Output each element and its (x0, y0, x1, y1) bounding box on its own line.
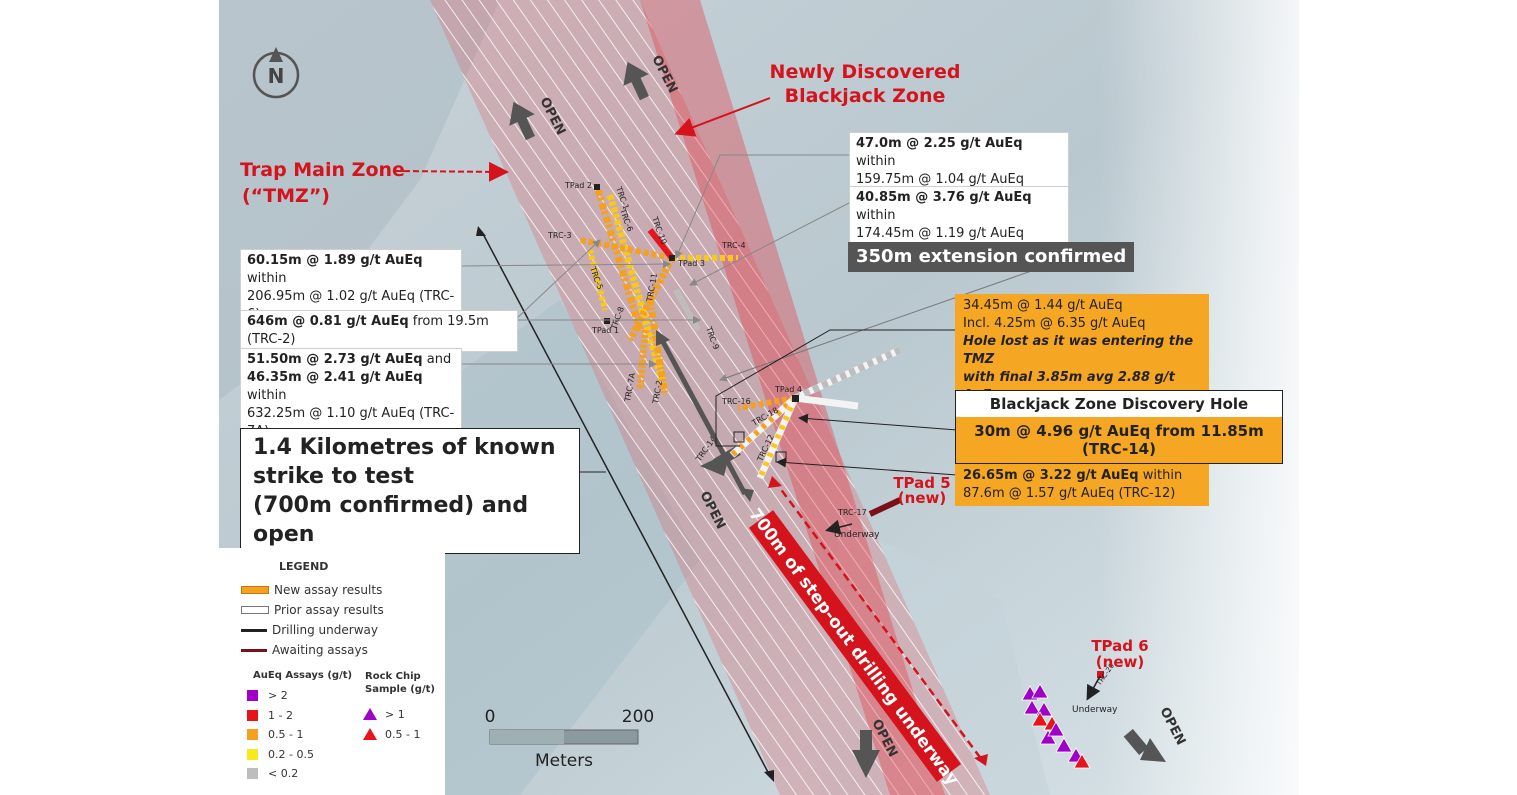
legend-swatch (241, 606, 269, 614)
tpad6-marker (1097, 671, 1104, 678)
legend-item-underway: Drilling underway (241, 620, 441, 640)
assay-class: > 2 (247, 686, 347, 706)
legend-item-label: Drilling underway (272, 623, 378, 637)
legend-swatch (241, 586, 269, 594)
strike-length-arrow (481, 231, 771, 777)
legend-item-label: Prior assay results (274, 603, 384, 617)
rock-chip-samples (1021, 683, 1091, 769)
hole-label: TRC-4 (721, 241, 746, 250)
assay-class-label: 1 - 2 (268, 708, 293, 722)
stepout-arrow (772, 479, 984, 761)
legend-swatch (241, 628, 267, 632)
legend-item-label: New assay results (274, 583, 383, 597)
assay-class: < 0.2 (247, 764, 347, 784)
tpad-label: TPad 3 (677, 259, 705, 268)
legend-swatch (241, 648, 267, 652)
hole-label: TRC-3 (547, 231, 572, 240)
legend-item-awaiting: Awaiting assays (241, 640, 441, 660)
scale-unit: Meters (535, 751, 593, 771)
assay-class-label: > 2 (268, 689, 288, 703)
blackjack-zone-label: Newly Discovered (770, 61, 961, 83)
scale-start: 0 (485, 707, 496, 727)
blackjack-zone-label: Blackjack Zone (785, 85, 946, 107)
rock-class: 0.5 - 1 (363, 724, 443, 744)
trc17-trace (868, 497, 902, 517)
hole-label: TRC-17 (837, 508, 867, 517)
rock-triangle-icon (363, 728, 377, 740)
assay-swatch (247, 748, 258, 760)
assay-title: AuEq Assays (g/t) (253, 670, 353, 681)
assay-swatch (247, 729, 258, 741)
rock-chip-classes: > 1 0.5 - 1 (363, 704, 443, 744)
drill-traces-tpad4 (729, 346, 902, 480)
scale-end: 200 (622, 707, 654, 727)
open-arrow-south: OPEN (852, 717, 900, 778)
north-label: N (268, 64, 285, 88)
legend-title: LEGEND (279, 560, 329, 573)
legend-item-label: Awaiting assays (272, 643, 368, 657)
assay-swatch (247, 690, 258, 702)
assay-class-label: < 0.2 (268, 767, 299, 781)
assay-classes: > 2 1 - 2 0.5 - 1 0.2 - 0.5 < 0.2 (247, 686, 347, 784)
strike-info-box: 1.4 Kilometres of known strike to test (… (240, 428, 580, 554)
assay-swatch (247, 768, 258, 780)
tpad6-label: TPad 6 (1091, 637, 1148, 655)
hole-label: TRC-2 (651, 380, 664, 406)
assay-class: 0.2 - 0.5 (247, 745, 347, 765)
result-trc2: 646m @ 0.81 g/t AuEq from 19.5m (TRC-2) (240, 310, 518, 352)
result-trc12: 26.65m @ 3.22 g/t AuEq within 87.6m @ 1.… (955, 464, 1209, 506)
tpad5-note: (new) (898, 489, 946, 507)
scale-bar: 0 200 Meters (485, 707, 655, 771)
assay-class-label: 0.5 - 1 (268, 728, 304, 742)
tpad5-label: TPad 5 (893, 474, 950, 492)
extension-banner: 350m extension confirmed (848, 242, 1135, 272)
result-trc14: Blackjack Zone Discovery Hole 30m @ 4.96… (955, 390, 1283, 464)
tpad-label: TPad 2 (564, 181, 592, 190)
underway-label: Underway (1072, 705, 1118, 715)
rock-chip-title: Rock Chip Sample (g/t) (365, 671, 435, 695)
assay-class: 1 - 2 (247, 706, 347, 726)
legend-item-new: New assay results (241, 580, 441, 600)
tmz-label: (“TMZ”) (242, 185, 330, 207)
hole-label: TRC-16 (721, 397, 751, 406)
tpad-label: TPad 4 (774, 385, 802, 394)
rock-class-label: > 1 (385, 707, 405, 721)
north-arrow-icon: N (252, 47, 300, 99)
rock-class-label: 0.5 - 1 (385, 727, 421, 741)
tmz-label: Trap Main Zone (240, 159, 405, 181)
assay-class: 0.5 - 1 (247, 725, 347, 745)
underway-label: Underway (834, 530, 880, 540)
rock-triangle-icon (363, 708, 377, 720)
assay-swatch (247, 709, 258, 721)
extension-arrow (659, 338, 748, 496)
tpad-label: TPad 1 (591, 326, 619, 335)
legend-item-prior: Prior assay results (241, 600, 441, 620)
tpad6-note: (new) (1096, 653, 1144, 671)
assay-class-label: 0.2 - 0.5 (268, 747, 314, 761)
rock-class: > 1 (363, 704, 443, 724)
